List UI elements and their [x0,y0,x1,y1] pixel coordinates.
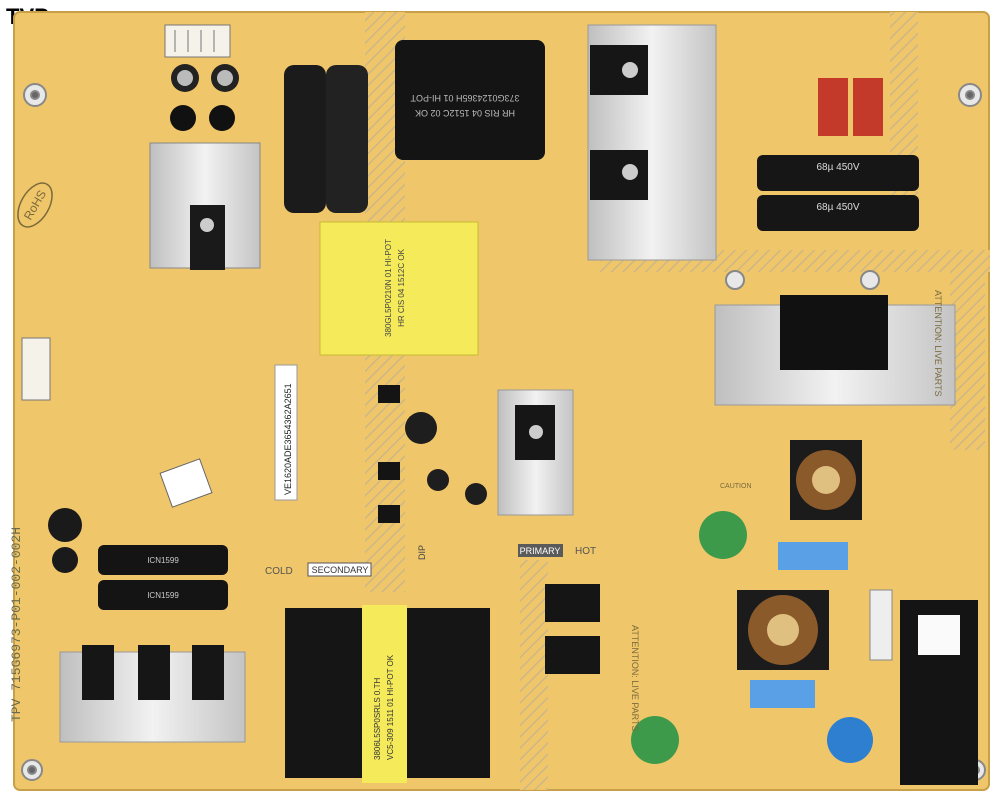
main-transformer [395,40,545,160]
svg-text:SECONDARY: SECONDARY [312,565,369,575]
connector [164,24,231,58]
transistor [590,150,648,200]
datamatrix-label [159,458,213,508]
bridge-rectifier [780,295,888,370]
svg-text:VE1620ADE3654362A2651: VE1620ADE3654362A2651 [283,383,293,495]
film-capacitor [853,78,883,136]
svg-text:380GL5P0210N 01 HI-POT: 380GL5P0210N 01 HI-POT [384,239,393,337]
small-capacitor [427,469,449,491]
transistor [590,45,648,95]
svg-text:VC5-309 1511 01 HI-POT OK: VC5-309 1511 01 HI-POT OK [386,654,395,760]
horizontal-capacitors: 68µ 450V 68µ 450V [757,155,919,231]
transistor [545,636,600,674]
svg-text:DIP: DIP [417,545,427,560]
svg-text:68µ 450V: 68µ 450V [816,202,859,213]
small-capacitor [465,483,487,505]
yellow-transformer [319,221,479,356]
small-capacitor [48,508,82,542]
svg-text:68µ 450V: 68µ 450V [816,162,859,173]
isolation-strip [520,560,548,790]
svg-text:HR CIS 04 1512C OK: HR CIS 04 1512C OK [397,248,406,326]
svg-text:CAUTION: CAUTION [720,483,752,490]
small-capacitor [405,412,437,444]
svg-text:3806L5SP0SRLS 0.TH: 3806L5SP0SRLS 0.TH [373,678,382,760]
varistor [699,511,747,559]
choke [790,440,862,520]
small-capacitors [170,64,239,131]
svg-text:HOT: HOT [575,546,596,557]
transistor [190,205,225,270]
fuse [869,589,893,661]
serial-sticker [274,364,298,501]
small-capacitor [52,547,78,573]
ic-chips [378,385,400,523]
film-capacitor [818,78,848,136]
varistor [631,716,679,764]
svg-text:373G0124365H 01 HI-POT: 373G0124365H 01 HI-POT [410,93,520,103]
svg-text:ATTENTION: LIVE PARTS: ATTENTION: LIVE PARTS [933,290,943,397]
svg-text:ICN1599: ICN1599 [147,591,179,600]
svg-text:COLD: COLD [265,566,293,577]
isolation-strip [950,270,985,450]
transistor [545,584,600,622]
svg-text:ATTENTION: LIVE PARTS: ATTENTION: LIVE PARTS [630,625,640,732]
choke [737,590,829,670]
connector [21,337,51,401]
output-capacitors: ICN1599 ICN1599 [98,545,228,610]
x-capacitor [778,542,848,570]
varistor [827,717,873,763]
svg-text:HR RIS 04 1512C 02 OK: HR RIS 04 1512C 02 OK [415,108,515,118]
svg-text:ICN1599: ICN1599 [147,556,179,565]
bulk-capacitors [284,65,368,213]
x-capacitor [750,680,815,708]
transistors [82,645,224,700]
svg-text:TPV 715G6973-P01-002-002H: TPV 715G6973-P01-002-002H [9,527,24,722]
svg-text:PRIMARY: PRIMARY [520,546,561,556]
